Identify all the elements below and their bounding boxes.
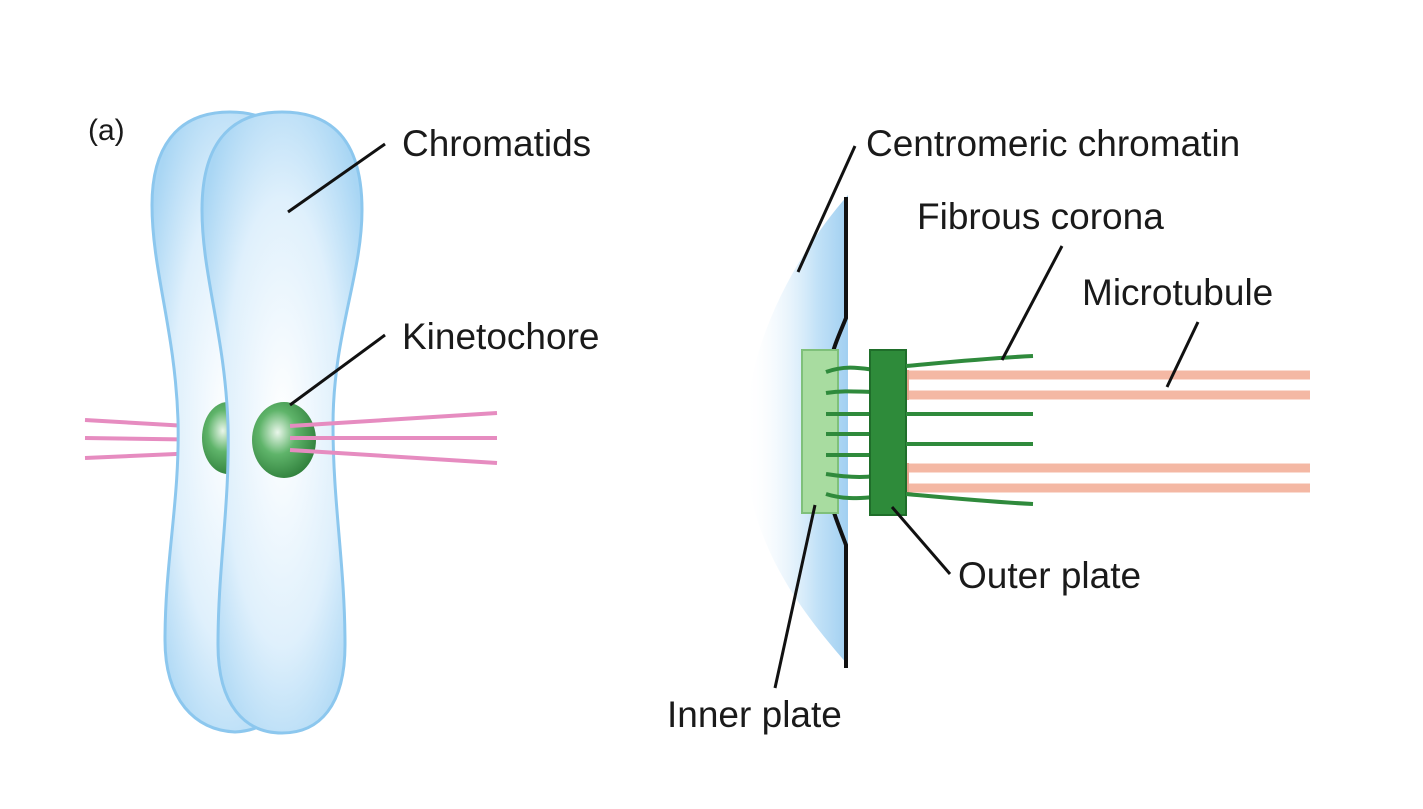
panel-label: (a) — [88, 114, 125, 147]
outer-plate-leader — [890, 506, 952, 575]
inner-plate-label: Inner plate — [667, 694, 842, 735]
centromeric-chromatin-leader — [796, 145, 857, 273]
outer-plate — [869, 349, 907, 516]
microtubule-label: Microtubule — [1082, 272, 1273, 313]
fibrous-corona — [905, 354, 1034, 506]
fibrous-corona-leader — [1000, 245, 1064, 361]
outer-plate-label: Outer plate — [958, 555, 1141, 596]
kinetochore-label: Kinetochore — [402, 316, 599, 357]
chromatids-leader — [287, 142, 386, 214]
chromatids-label: Chromatids — [402, 123, 591, 164]
centromeric-chromatin-label: Centromeric chromatin — [866, 123, 1240, 164]
centromeric-chromatin — [745, 195, 848, 665]
inner-plate — [801, 349, 839, 514]
microtubules — [892, 370, 1310, 493]
kinetochore-leader — [289, 333, 386, 407]
spindle-fibers-right — [289, 411, 498, 465]
kinetochore-front — [252, 402, 316, 478]
inner-plate-leader — [773, 504, 817, 689]
fibrous-corona-label: Fibrous corona — [917, 196, 1164, 237]
microtubule-leader — [1165, 321, 1200, 388]
